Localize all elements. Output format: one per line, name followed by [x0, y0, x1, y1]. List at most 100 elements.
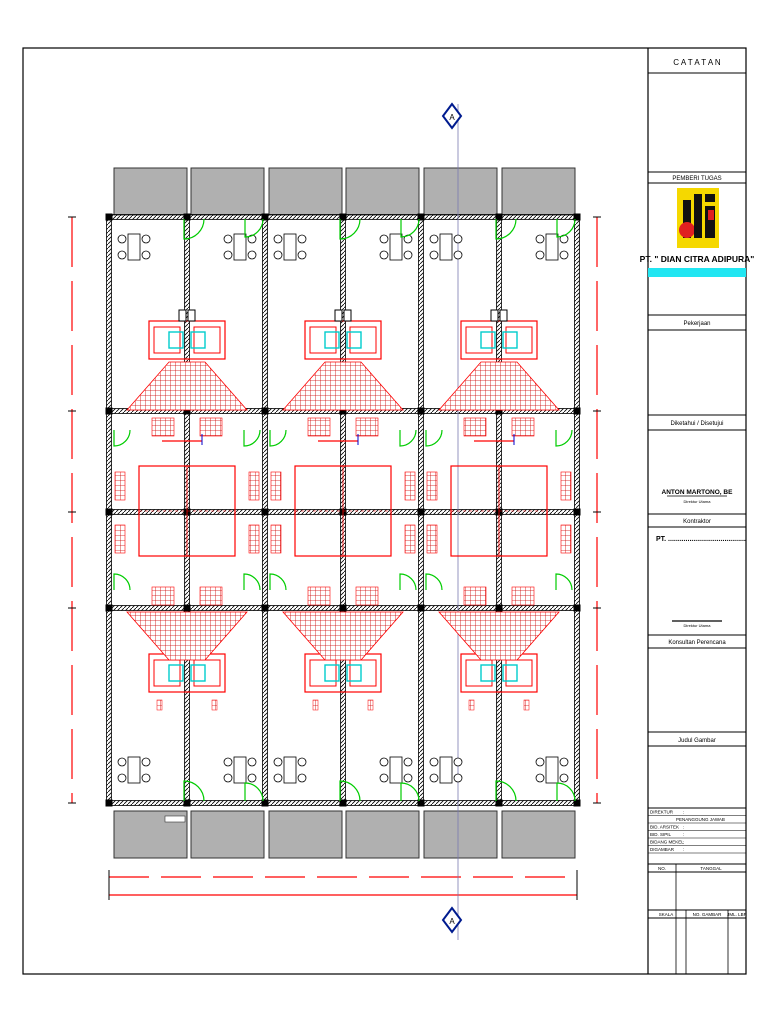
column [573, 407, 581, 415]
dining-chair [559, 757, 569, 767]
door-swing [555, 573, 573, 591]
dining-chair [429, 773, 439, 783]
wardrobe [270, 524, 282, 554]
dining-chair [429, 250, 439, 260]
dining-chair [273, 234, 283, 244]
title-block-row-label: DIGAMBAR [650, 847, 675, 852]
column [339, 604, 347, 612]
door-swing [495, 780, 517, 802]
column [105, 799, 113, 807]
column [573, 508, 581, 516]
toilet [324, 331, 340, 349]
title-block: C A T A T A N PEMBERI TUGAS PT. " DIAN C… [640, 48, 754, 974]
column [495, 604, 503, 612]
carport-bottom [345, 810, 420, 859]
dining-chair [223, 234, 233, 244]
toilet [480, 664, 496, 682]
judul-gambar-label: Judul Gambar [678, 738, 716, 744]
dining-table [545, 233, 559, 261]
small-fixture [156, 699, 163, 711]
section-marker-label: A [449, 917, 455, 926]
dining-chair [297, 234, 307, 244]
dining-chair [379, 234, 389, 244]
company-band [648, 268, 746, 277]
wardrobe [248, 471, 260, 501]
column [261, 213, 269, 221]
column [183, 407, 191, 415]
dining-chair [297, 757, 307, 767]
dining-table [127, 233, 141, 261]
column [573, 604, 581, 612]
door-swing [269, 429, 287, 447]
unit-bay [425, 218, 576, 802]
bathroom-left [153, 326, 181, 354]
side-fixture [199, 586, 223, 606]
toilet [190, 331, 206, 349]
column [183, 604, 191, 612]
dining-table [389, 756, 403, 784]
bathroom-right [349, 659, 377, 687]
dining-table [545, 756, 559, 784]
dining-chair [453, 250, 463, 260]
side-fixture [511, 417, 535, 437]
wardrobe [560, 524, 572, 554]
wardrobe [560, 471, 572, 501]
staircase [438, 361, 560, 411]
wardrobe [426, 524, 438, 554]
side-fixture [307, 417, 331, 437]
cabinet [178, 309, 187, 322]
carport-bottom [268, 810, 343, 859]
dining-chair [247, 757, 257, 767]
dining-chair [559, 773, 569, 783]
dining-chair [535, 234, 545, 244]
door-swing [269, 573, 287, 591]
column [417, 799, 425, 807]
toilet [502, 664, 518, 682]
door-swing [399, 573, 417, 591]
column [573, 213, 581, 221]
column [105, 213, 113, 221]
dining-chair [379, 757, 389, 767]
side-fixture [511, 586, 535, 606]
door-swing [556, 218, 576, 238]
dining-chair [297, 250, 307, 260]
konsultan-label: Konsultan Perencana [668, 640, 726, 646]
title-block-row-sep: : [683, 840, 684, 845]
dining-table [439, 756, 453, 784]
column [495, 213, 503, 221]
small-fixture [468, 699, 475, 711]
carport-top [501, 167, 576, 216]
title-block-row-sep: : [683, 847, 684, 852]
toilet [324, 664, 340, 682]
section-marker-label: A [449, 113, 455, 122]
column [339, 799, 347, 807]
dining-chair [117, 757, 127, 767]
wardrobe [270, 471, 282, 501]
column [183, 213, 191, 221]
no-header: NO. [658, 866, 666, 871]
pekerjaan-label: Pekerjaan [683, 321, 710, 327]
column [183, 799, 191, 807]
dining-chair [403, 757, 413, 767]
signatory-name: ANTON MARTONO, BE [662, 489, 734, 496]
door-swing [400, 218, 420, 238]
bathroom-block [148, 320, 226, 360]
dining-table [233, 756, 247, 784]
carport-bottom [423, 810, 498, 859]
dining-chair [535, 250, 545, 260]
door-swing [339, 780, 361, 802]
no-gambar-header: NO. GAMBAR [693, 912, 723, 917]
dining-chair [403, 250, 413, 260]
door-swing [243, 573, 261, 591]
company-logo [677, 188, 719, 248]
skala-header: SKALA [659, 912, 674, 917]
bathroom-right [505, 659, 533, 687]
section-marker-top: A [441, 102, 463, 130]
column [417, 604, 425, 612]
dining-chair [379, 773, 389, 783]
cabinet [499, 309, 508, 322]
door-swing [425, 573, 443, 591]
carport-top [345, 167, 420, 216]
bathroom-left [309, 326, 337, 354]
